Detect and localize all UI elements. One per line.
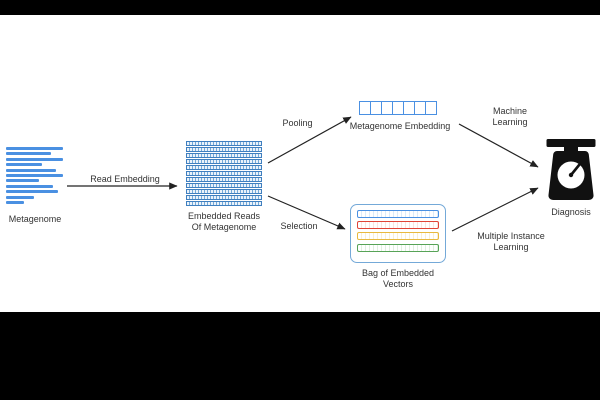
machine-learning-label-line2: Learning	[492, 116, 528, 127]
read-bar	[6, 195, 34, 199]
embedded-vector-blue	[357, 210, 439, 218]
embedded-read-vector	[186, 153, 262, 158]
metagenome-embedding-label: Metagenome Embedding	[349, 121, 451, 131]
bag-of-embedded-vectors-graphic	[350, 204, 446, 263]
embedded-reads-label-line1: Embedded Reads	[187, 211, 261, 221]
embedding-cell	[425, 101, 437, 115]
embedded-reads-label: Embedded Reads Of Metagenome	[178, 211, 270, 232]
machine-learning-label: Machine Learning	[480, 106, 540, 127]
embedded-vector-green	[357, 243, 439, 252]
embedded-read-vector	[186, 165, 262, 170]
read-bar	[6, 168, 56, 172]
embedded-read-vector	[186, 171, 262, 176]
read-bar	[6, 157, 63, 161]
mil-label-line1: Multiple Instance	[477, 231, 545, 241]
read-bar	[6, 184, 53, 188]
read-bar	[6, 200, 24, 204]
embedded-reads-graphic	[186, 141, 262, 207]
read-bar	[6, 147, 63, 150]
scale-icon	[546, 139, 596, 200]
metagenome-embedding-graphic	[359, 101, 437, 115]
embedded-read-vector	[186, 183, 262, 188]
read-bar	[6, 190, 58, 194]
embedded-read-vector	[186, 189, 262, 194]
embedded-reads-label-line2: Of Metagenome	[191, 221, 257, 232]
mil-label-line2: Learning	[493, 241, 529, 252]
read-embedding-label: Read Embedding	[90, 174, 160, 184]
bag-label-line1: Bag of Embedded	[361, 268, 435, 278]
embedded-read-vector	[186, 195, 262, 200]
embedded-read-vector	[186, 177, 262, 182]
bag-label-line2: Vectors	[382, 278, 413, 289]
bag-of-embedded-vectors-label: Bag of Embedded Vectors	[348, 268, 448, 289]
diagram-canvas	[0, 15, 600, 312]
embedded-read-vector	[186, 159, 262, 164]
metagenome-reads-graphic	[6, 147, 66, 206]
multiple-instance-learning-label: Multiple Instance Learning	[470, 231, 552, 252]
selection-label: Selection	[280, 221, 318, 231]
machine-learning-label-line1: Machine	[492, 106, 528, 116]
read-bar	[6, 179, 39, 183]
diagnosis-label: Diagnosis	[551, 207, 591, 217]
metagenome-label: Metagenome	[8, 214, 62, 224]
embedded-read-vector	[186, 201, 262, 206]
embedded-read-vector	[186, 147, 262, 152]
read-bar	[6, 163, 42, 167]
read-bar	[6, 152, 51, 156]
embedded-read-vector	[186, 141, 262, 146]
embedded-vector-red	[357, 221, 439, 230]
embedded-vector-yellow	[357, 232, 439, 241]
pooling-label: Pooling	[282, 118, 313, 128]
read-bar	[6, 173, 63, 177]
